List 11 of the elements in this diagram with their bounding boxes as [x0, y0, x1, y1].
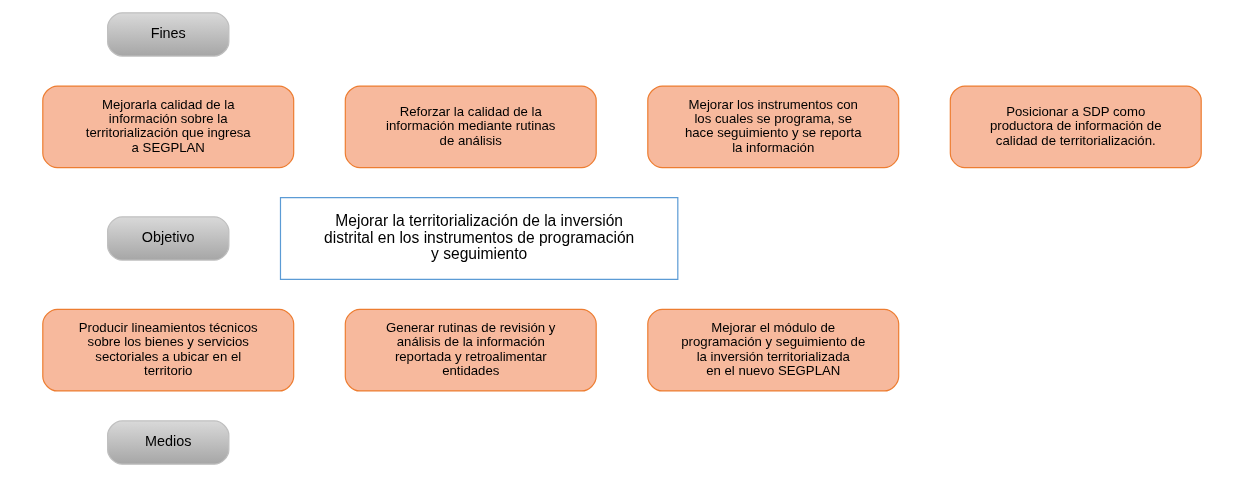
node-box: Medios [106, 420, 229, 465]
node-box: Mejorarla calidad de la información sobre la territorialización que ingresa a SEGPLAN [41, 85, 294, 169]
node-box: Mejorar el módulo de programación y seguimiento de la inversión territorializada en el nuevo SEGPLAN [646, 308, 899, 392]
node-box: Posicionar a SDP como productora de información de calidad de territorialización. [949, 85, 1202, 169]
node-box: Objetivo [106, 216, 229, 261]
node-box: Generar rutinas de revisión y análisis de la información reportada y retroalimentar entidades [344, 308, 597, 392]
node-box: Reforzar la calidad de la información mediante rutinas de análisis [344, 85, 597, 169]
node-box: Mejorar los instrumentos con los cuales se programa, se hace seguimiento y se reporta la información [646, 85, 899, 169]
node-box: Producir lineamientos técnicos sobre los bienes y servicios sectoriales a ubicar en el territorio [41, 308, 294, 392]
node-box: Mejorar la territorialización de la inversión distrital en los instrumentos de programación y seguimiento [279, 197, 678, 280]
node-box: Fines [106, 12, 229, 57]
